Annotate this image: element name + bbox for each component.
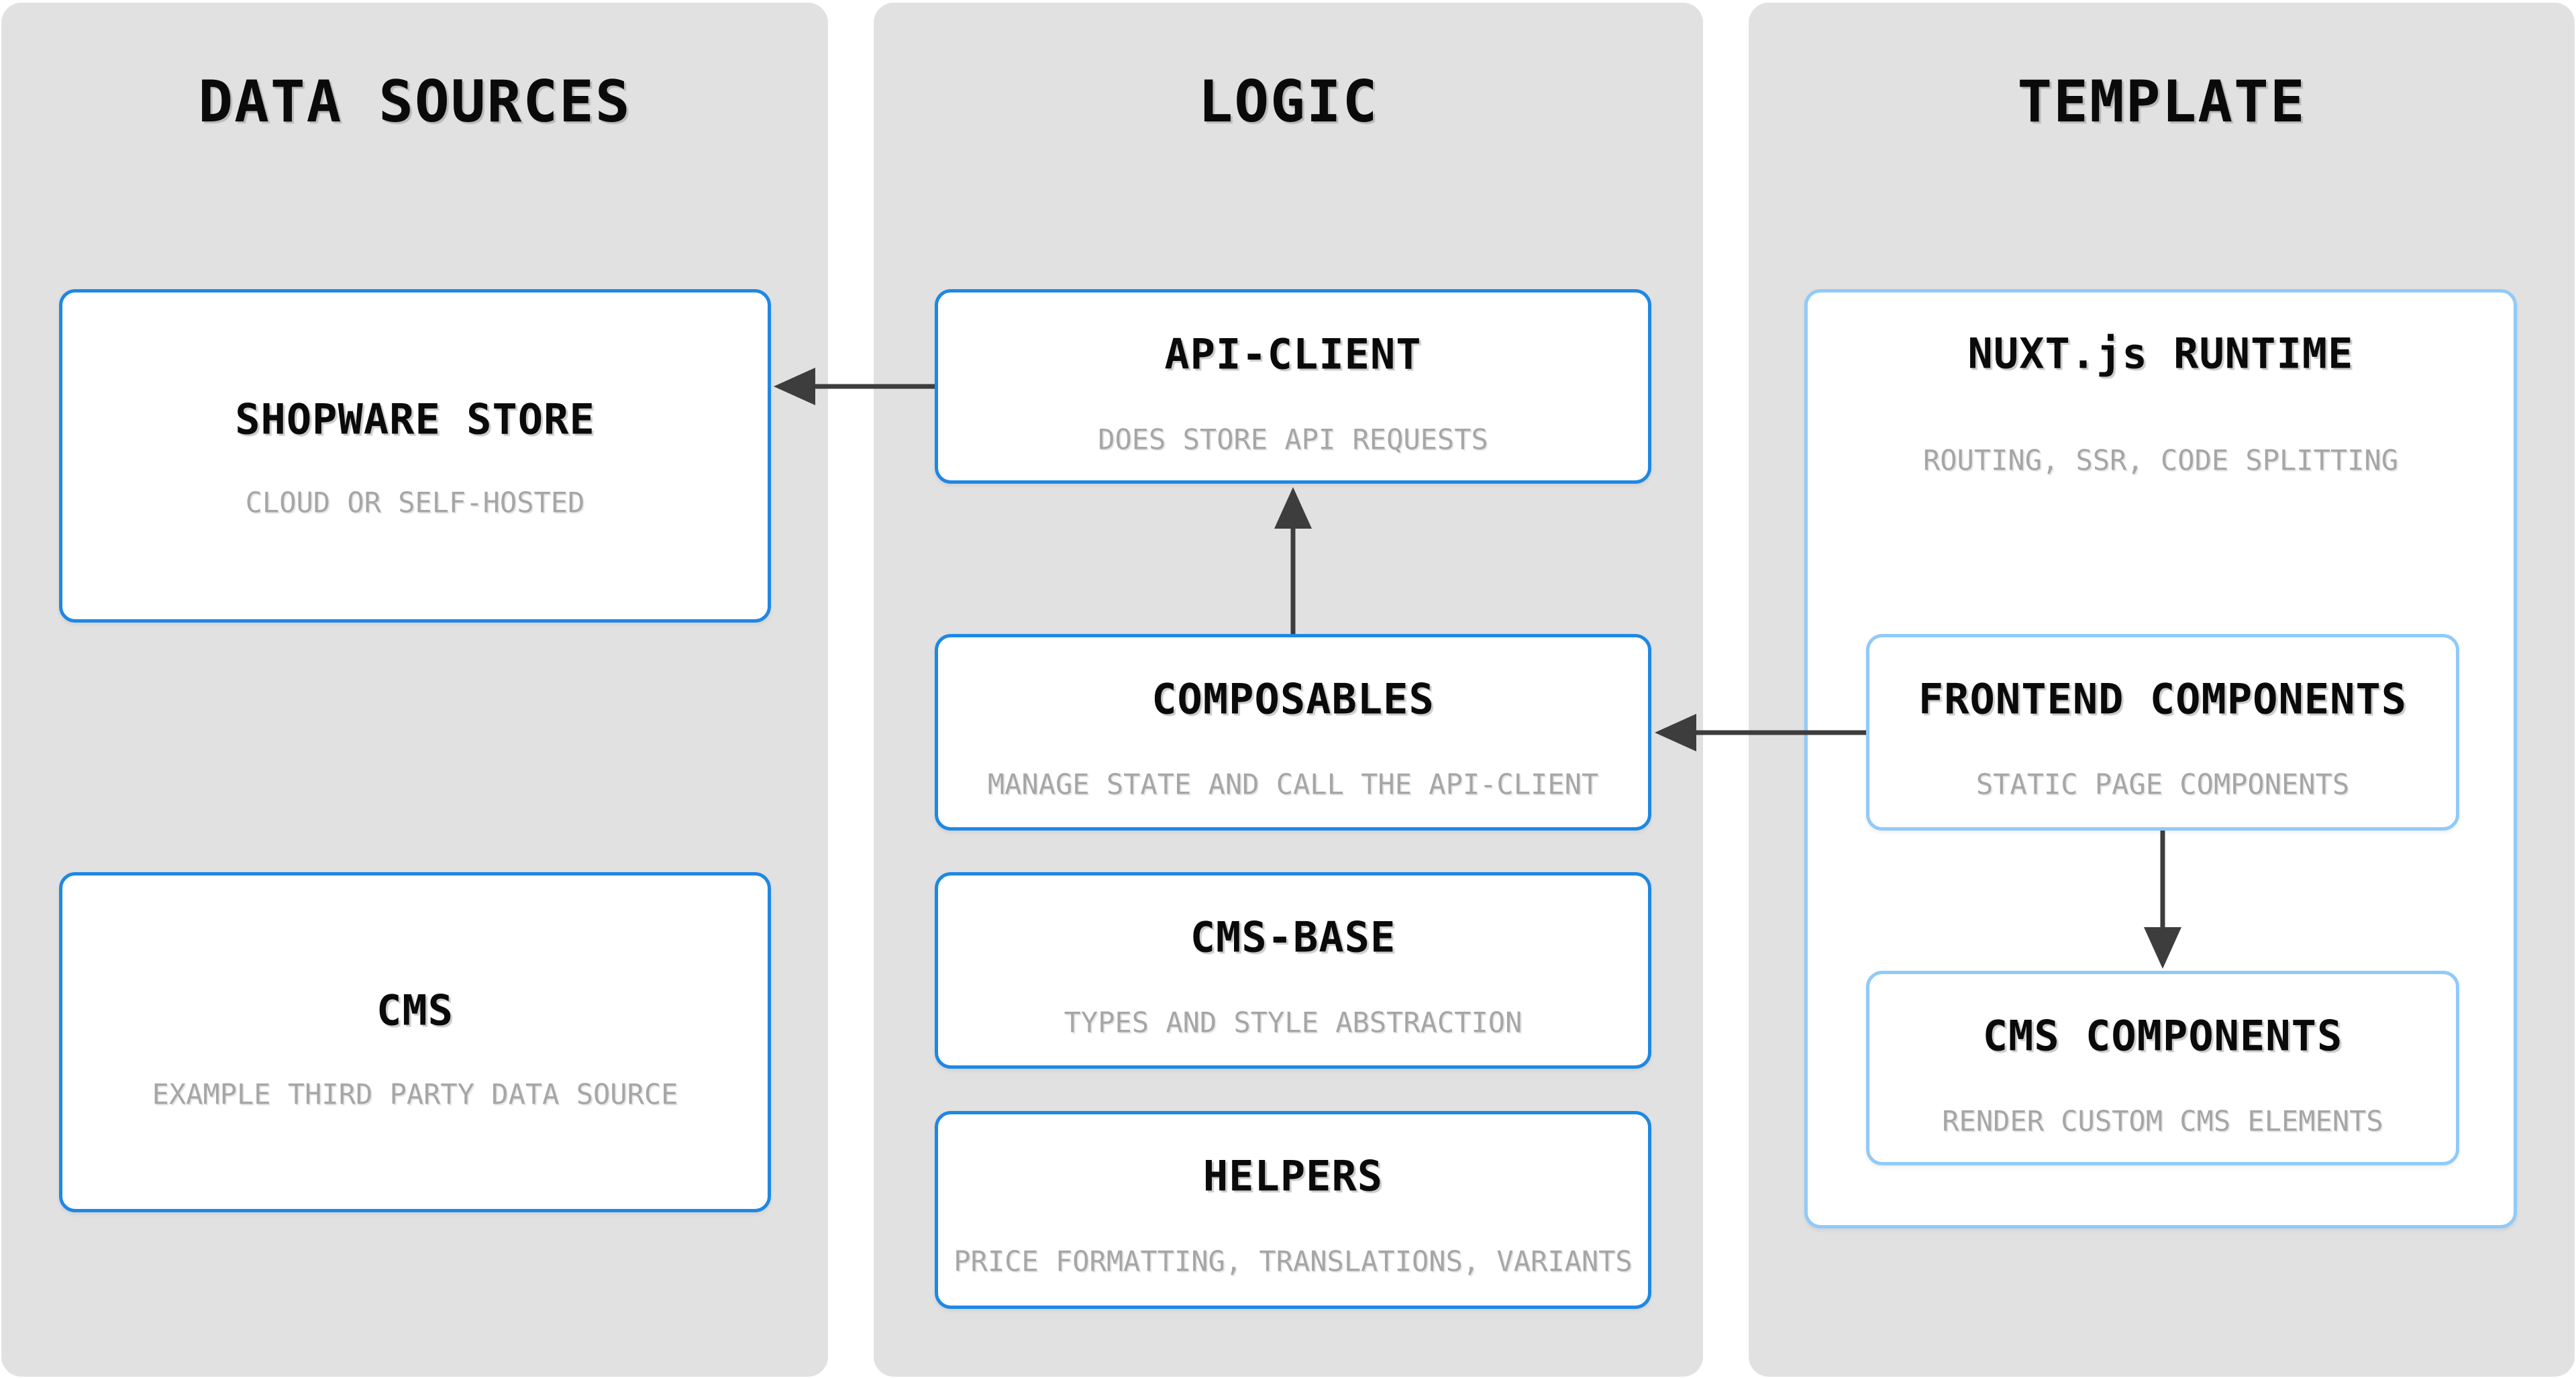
box-subtitle: EXAMPLE THIRD PARTY DATA SOURCE [152,1077,678,1111]
box-subtitle: DOES STORE API REQUESTS [1098,423,1488,456]
box-subtitle: RENDER CUSTOM CMS ELEMENTS [1942,1104,2383,1138]
box-title: NUXT.js RUNTIME [1967,329,2354,378]
box-subtitle: PRICE FORMATTING, TRANSLATIONS, VARIANTS [954,1244,1633,1278]
box-subtitle: MANAGE STATE AND CALL THE API-CLIENT [987,767,1599,801]
box-title: SHOPWARE STORE [235,394,595,444]
box-helpers: HELPERS PRICE FORMATTING, TRANSLATIONS, … [935,1111,1651,1309]
box-subtitle: ROUTING, SSR, CODE SPLITTING [1922,443,2398,477]
column-header-logic: LOGIC [1198,68,1379,136]
box-shopware-store: SHOPWARE STORE CLOUD OR SELF-HOSTED [59,289,771,623]
column-header-template: TEMPLATE [2017,68,2306,136]
box-title: HELPERS [1202,1151,1384,1201]
box-title: API-CLIENT [1164,329,1422,379]
box-cms-base: CMS-BASE TYPES AND STYLE ABSTRACTION [935,872,1651,1069]
box-title: FRONTEND COMPONENTS [1918,674,2408,724]
box-frontend-components: FRONTEND COMPONENTS STATIC PAGE COMPONEN… [1866,634,2459,831]
column-header-data-sources: DATA SOURCES [198,68,631,136]
box-title: CMS [376,986,454,1035]
box-title: CMS-BASE [1190,912,1396,962]
box-subtitle: CLOUD OR SELF-HOSTED [245,486,585,519]
box-subtitle: TYPES AND STYLE ABSTRACTION [1064,1006,1523,1039]
box-api-client: API-CLIENT DOES STORE API REQUESTS [935,289,1651,484]
box-cms-components: CMS COMPONENTS RENDER CUSTOM CMS ELEMENT… [1866,971,2459,1165]
box-subtitle: STATIC PAGE COMPONENTS [1975,767,2350,801]
box-cms: CMS EXAMPLE THIRD PARTY DATA SOURCE [59,872,771,1212]
box-title: COMPOSABLES [1151,674,1435,724]
box-title: CMS COMPONENTS [1982,1011,2343,1061]
box-composables: COMPOSABLES MANAGE STATE AND CALL THE AP… [935,634,1651,831]
